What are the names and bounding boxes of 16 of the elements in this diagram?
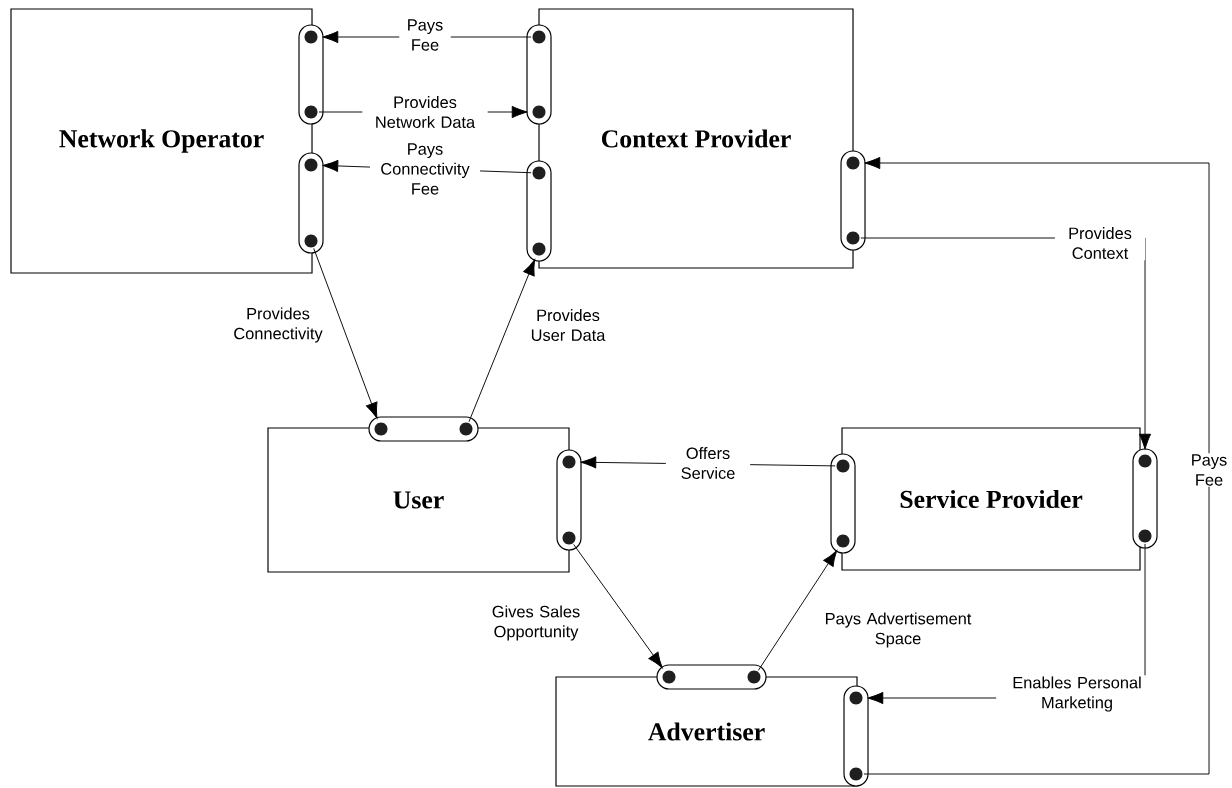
edge-label: Provides Connectivity [222, 306, 334, 344]
arrow [313, 247, 378, 419]
arrow [573, 543, 663, 669]
edge-label: Offers Service [665, 445, 751, 481]
arrow [863, 156, 1210, 775]
edge-label: Pays Connectivity Fee [369, 142, 481, 196]
edge-label: Gives Sales Opportunity [482, 604, 590, 642]
arrow [468, 259, 536, 423]
edge-label: Pays Fee [1183, 453, 1232, 487]
edge-label: Pays Advertisement Space [813, 611, 983, 649]
edge-label: Provides Network Data [362, 94, 488, 130]
edge-label: Enables Personal Marketing [996, 675, 1158, 713]
edge-label: Pays Fee [399, 18, 451, 52]
arrow [757, 550, 838, 671]
edge-label: Provides User Data [521, 307, 615, 343]
edge-label: Provides Context [1054, 225, 1146, 261]
